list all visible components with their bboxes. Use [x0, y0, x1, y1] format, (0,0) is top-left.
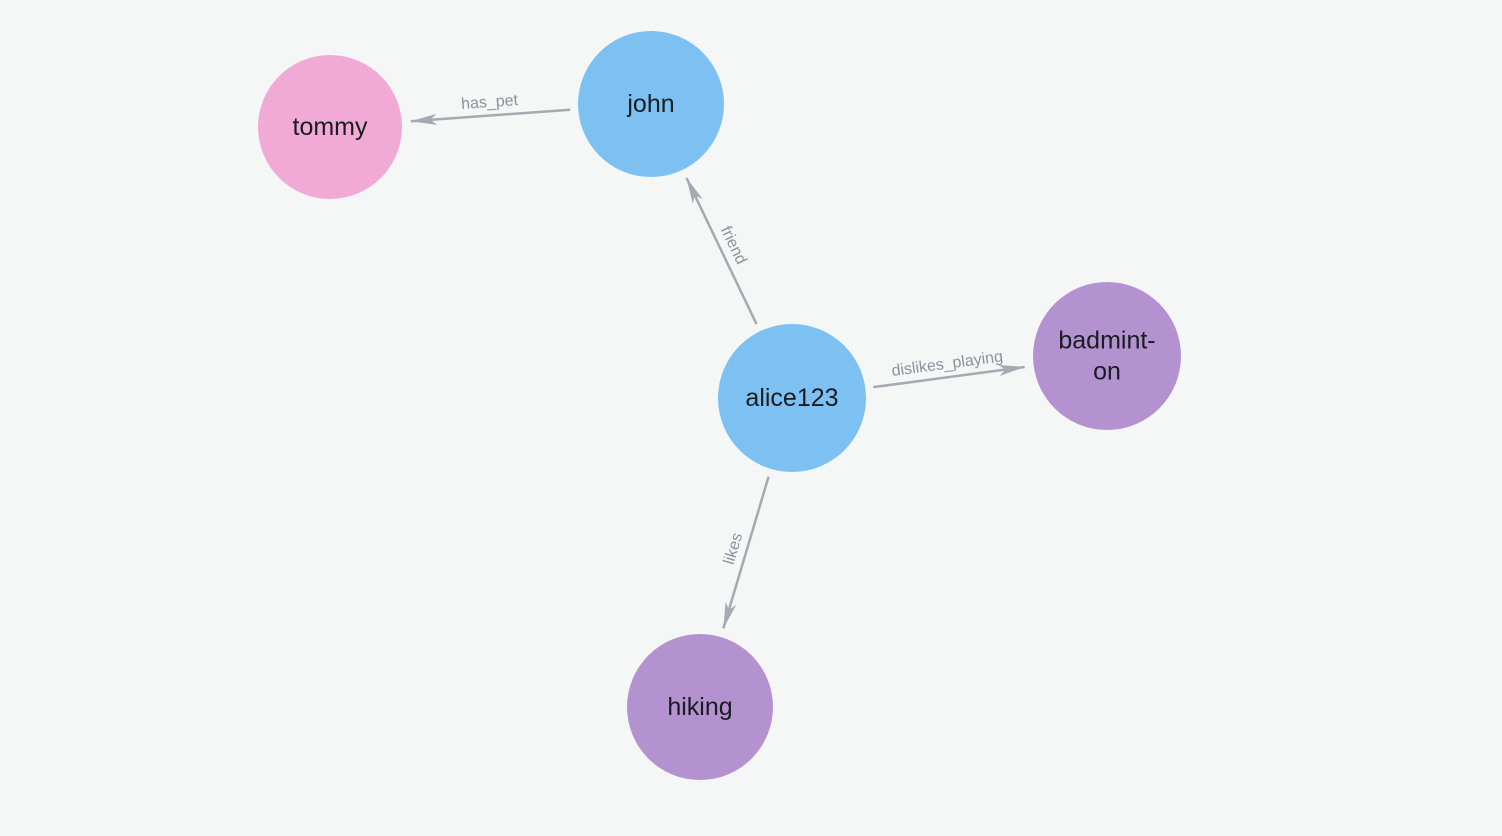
node-circle-tommy[interactable] — [258, 55, 402, 199]
node-layer: tommy john alice123 badmint-on hiking — [258, 31, 1181, 780]
graph-node-alice123[interactable]: alice123 — [718, 324, 866, 472]
graph-edge-likes[interactable]: likes — [721, 476, 770, 629]
edge-label-dislikes_playing: dislikes_playing — [891, 348, 1004, 380]
edge-label-friend: friend — [717, 224, 750, 267]
graph-node-tommy[interactable]: tommy — [258, 55, 402, 199]
node-circle-hiking[interactable] — [627, 634, 773, 780]
graph-edge-friend[interactable]: friend — [685, 177, 758, 325]
edge-arrow-friend[interactable] — [685, 177, 758, 325]
graph-edge-dislikes_playing[interactable]: dislikes_playing — [873, 348, 1025, 389]
graph-node-hiking[interactable]: hiking — [627, 634, 773, 780]
node-circle-john[interactable] — [578, 31, 724, 177]
edge-arrow-has_pet[interactable] — [410, 108, 571, 125]
graph-node-john[interactable]: john — [578, 31, 724, 177]
edge-arrow-dislikes_playing[interactable] — [873, 364, 1025, 389]
graph-edge-has_pet[interactable]: has_pet — [410, 92, 571, 125]
edge-arrow-likes[interactable] — [722, 476, 770, 629]
node-circle-badminton[interactable] — [1033, 282, 1181, 430]
node-circle-alice123[interactable] — [718, 324, 866, 472]
edge-label-has_pet: has_pet — [461, 92, 520, 113]
graph-node-badminton[interactable]: badmint-on — [1033, 282, 1181, 430]
